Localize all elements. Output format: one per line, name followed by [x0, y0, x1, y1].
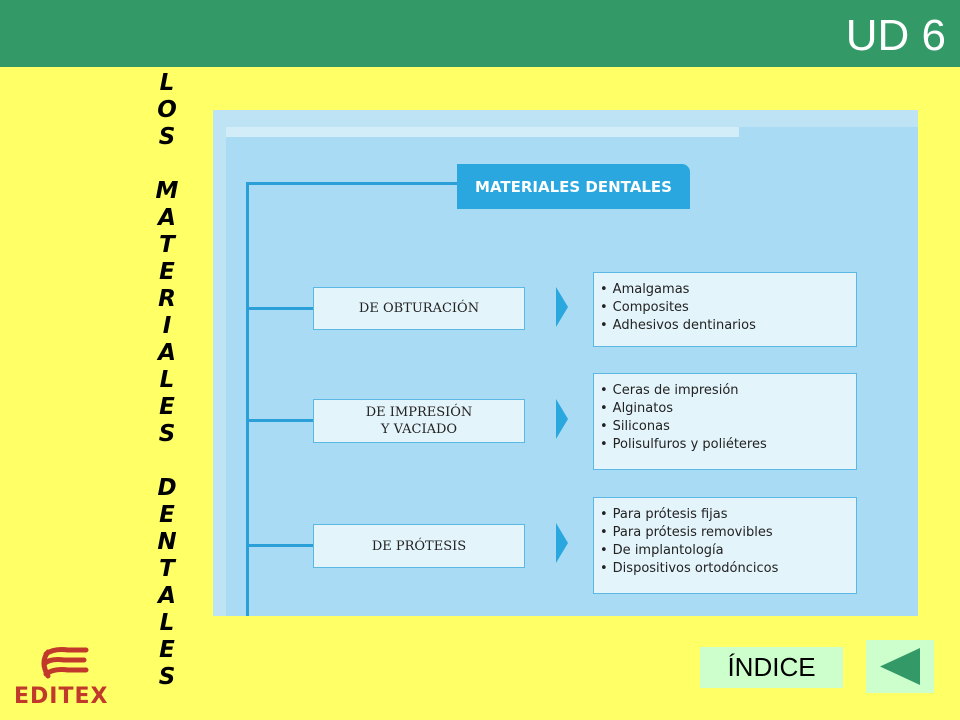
arrow-obturacion-icon	[556, 287, 568, 327]
vertical-title-letter: A	[158, 205, 176, 231]
vertical-title-letter: T	[159, 232, 175, 258]
vertical-title-letter: A	[158, 340, 176, 366]
list-item: Adhesivos dentinarios	[600, 317, 850, 335]
items-obturacion: Amalgamas Composites Adhesivos dentinari…	[593, 272, 857, 347]
vertical-title-letter: A	[158, 583, 176, 609]
list-item: Amalgamas	[600, 281, 850, 299]
items-impresion: Ceras de impresión Alginatos Siliconas P…	[593, 373, 857, 470]
connector-impresion	[246, 419, 313, 422]
connector-obturacion	[246, 307, 313, 310]
list-item: Para prótesis fijas	[600, 506, 850, 524]
vertical-title-letter: E	[159, 259, 175, 285]
top-bar	[0, 0, 960, 67]
vertical-title-letter: E	[159, 637, 175, 663]
indice-button[interactable]: ÍNDICE	[700, 647, 843, 688]
list-item: Composites	[600, 299, 850, 317]
trunk-line	[246, 183, 249, 616]
panel-highlight	[226, 127, 739, 137]
vertical-title-letter: E	[159, 502, 175, 528]
editex-books-icon	[41, 647, 89, 679]
list-item: Ceras de impresión	[600, 382, 850, 400]
vertical-title-letter: T	[159, 556, 175, 582]
vertical-title-letter: R	[158, 286, 176, 312]
vertical-title-letter: S	[158, 664, 176, 690]
arrow-impresion-icon	[556, 399, 568, 439]
list-item: De implantología	[600, 542, 850, 560]
connector-protesis	[246, 544, 313, 547]
items-protesis: Para prótesis fijas Para prótesis removi…	[593, 497, 857, 594]
vertical-title-letter: S	[158, 124, 176, 150]
back-button[interactable]	[866, 640, 934, 693]
list-item: Alginatos	[600, 400, 850, 418]
category-label-line: DE OBTURACIÓN	[358, 301, 480, 316]
editex-logo-text: EDITEX	[14, 684, 109, 709]
vertical-title-letter: E	[159, 394, 175, 420]
list-item: Siliconas	[600, 418, 850, 436]
category-label-line: DE PRÓTESIS	[371, 538, 467, 554]
category-obturacion: DE OBTURACIÓN	[313, 287, 525, 330]
category-protesis: DE PRÓTESIS	[313, 524, 525, 568]
vertical-title-letter: L	[159, 610, 175, 636]
connector-title	[246, 182, 457, 185]
vertical-title-letter: M	[155, 178, 179, 204]
vertical-title-letter: O	[157, 97, 177, 123]
list-item: Polisulfuros y poliéteres	[600, 436, 850, 454]
diagram-title: MATERIALES DENTALES	[457, 164, 690, 209]
list-item: Para prótesis removibles	[600, 524, 850, 542]
vertical-title-letter: D	[157, 475, 177, 501]
category-label-line: DE IMPRESIÓN	[365, 405, 473, 420]
category-impresion: DE IMPRESIÓN Y VACIADO	[313, 399, 525, 443]
back-arrow-icon	[880, 648, 920, 685]
arrow-protesis-icon	[556, 523, 568, 563]
vertical-title-letter: S	[158, 421, 176, 447]
vertical-title-letter: N	[157, 529, 177, 555]
vertical-title-letter: I	[162, 313, 172, 339]
vertical-title-letter: L	[159, 367, 175, 393]
category-label-line: Y VACIADO	[380, 422, 458, 437]
editex-logo-icon	[14, 644, 114, 710]
unit-label: UD 6	[845, 11, 946, 60]
list-item: Dispositivos ortodóncicos	[600, 560, 850, 578]
vertical-title-letter: L	[159, 70, 175, 96]
